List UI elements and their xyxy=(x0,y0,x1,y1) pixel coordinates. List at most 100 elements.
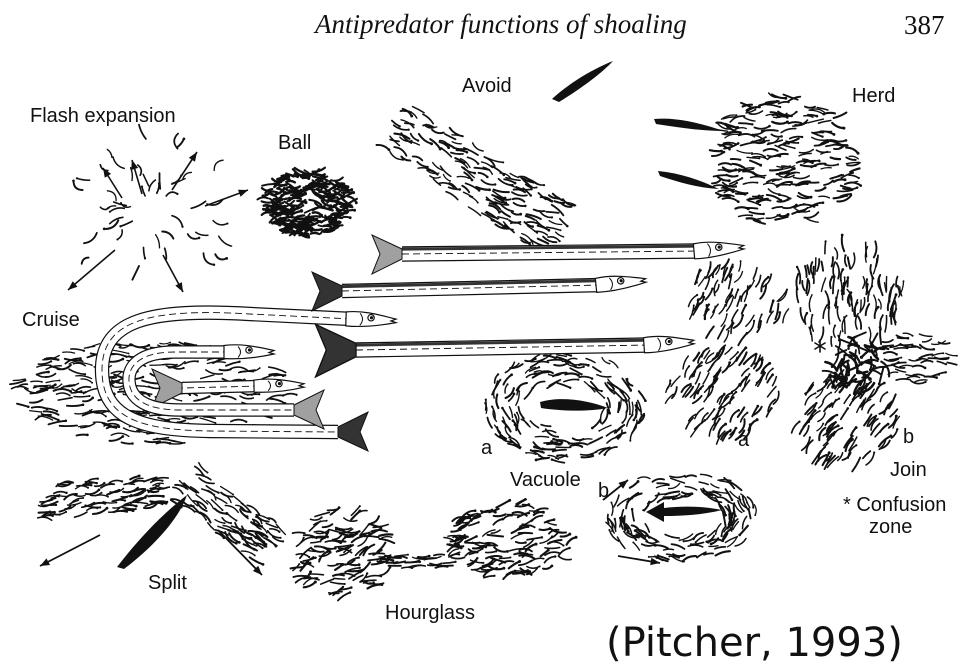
fish-mark xyxy=(880,392,887,401)
label-ball: Ball xyxy=(278,133,311,153)
fish-mark xyxy=(581,454,593,455)
fish-mark-head xyxy=(407,554,409,556)
fish-mark xyxy=(842,235,844,251)
fish-mark-head xyxy=(459,188,462,191)
fish-mark xyxy=(423,114,433,123)
fish-mark-head xyxy=(724,423,727,426)
fish-mark-head xyxy=(338,201,341,204)
fish-mark-head xyxy=(539,565,541,567)
fish-mark-head xyxy=(495,567,498,570)
fish-mark xyxy=(874,295,877,311)
fish-mark xyxy=(156,235,160,248)
fish-mark-head xyxy=(266,532,268,534)
fish-mark-head xyxy=(493,575,495,577)
fish-mark-head xyxy=(876,258,878,260)
fish-mark-head xyxy=(477,521,479,523)
fish-mark xyxy=(913,366,925,368)
fish-mark-head xyxy=(890,287,892,289)
fish-mark xyxy=(58,398,72,400)
label-zone: zone xyxy=(869,517,912,537)
fish-mark-head xyxy=(141,185,143,187)
needlefish-group xyxy=(102,235,744,451)
fish-mark-head xyxy=(810,414,813,417)
fish-mark-head xyxy=(205,519,207,521)
fish-mark-head xyxy=(945,363,947,365)
fish-mark xyxy=(937,361,946,364)
fish-mark-head xyxy=(707,541,710,544)
fish-mark xyxy=(903,333,912,336)
fish-mark xyxy=(112,500,125,502)
fish-mark xyxy=(894,348,908,349)
fish-mark xyxy=(880,327,881,344)
fish-mark-head xyxy=(942,352,944,354)
fish-mark xyxy=(496,395,498,409)
fish-mark-head xyxy=(811,314,813,316)
fish-mark-head xyxy=(98,488,101,491)
fish-mark xyxy=(782,145,794,149)
fish-mark xyxy=(719,305,725,314)
fish-mark xyxy=(452,135,463,136)
fish-mark xyxy=(444,538,455,542)
fish-mark-head xyxy=(795,111,797,113)
fish-mark-head xyxy=(330,229,333,232)
fish-mark-head xyxy=(831,365,834,368)
fish-mark-head xyxy=(121,435,124,438)
fish-mark-head xyxy=(734,515,737,518)
fish-mark xyxy=(309,229,321,230)
fish-mark-head xyxy=(447,146,450,149)
fish-mark-head xyxy=(259,367,261,369)
fish-mark xyxy=(632,509,634,521)
fish-mark xyxy=(800,150,814,153)
fish-mark-head xyxy=(477,202,479,204)
fish-mark-head xyxy=(222,509,224,511)
fish-mark-head xyxy=(697,298,700,301)
fish-mark xyxy=(188,234,199,239)
fish-mark-head xyxy=(780,135,783,138)
label-confusion: * Confusion xyxy=(843,495,946,515)
fish-mark-head xyxy=(932,348,935,351)
fish-mark-head xyxy=(91,382,93,384)
fish-mark xyxy=(899,365,913,367)
fish-mark-head xyxy=(507,383,509,385)
fish-mark-head xyxy=(116,238,118,240)
fish-mark xyxy=(533,381,544,387)
fish-mark-head xyxy=(345,564,347,566)
fish-mark-head xyxy=(734,168,737,171)
fish-mark xyxy=(81,379,92,383)
fish-mark xyxy=(551,532,558,538)
fish-mark xyxy=(868,405,874,413)
fish-mark-head xyxy=(481,545,484,548)
fish-mark xyxy=(543,566,552,569)
fish-mark xyxy=(432,130,444,133)
fish-mark-head xyxy=(617,437,619,439)
fish-mark-head xyxy=(295,394,297,396)
fish-mark xyxy=(501,211,510,217)
fish-mark-head xyxy=(50,414,52,416)
fish-mark-head xyxy=(726,313,728,315)
fish-mark xyxy=(525,388,533,399)
fish-mark xyxy=(454,546,463,547)
fish-mark-head xyxy=(182,367,184,369)
fish-mark-head xyxy=(299,197,302,200)
fish-mark-head xyxy=(747,207,750,210)
fish-mark-head xyxy=(732,264,734,266)
fish-mark-head xyxy=(458,553,460,555)
fish-mark-head xyxy=(479,214,481,216)
fish-mark-head xyxy=(504,197,507,200)
fish-mark-head xyxy=(730,482,732,484)
fish-mark xyxy=(947,363,956,365)
fish-mark xyxy=(564,379,578,381)
fish-mark xyxy=(883,340,893,343)
fish-mark xyxy=(270,529,280,532)
fish-mark xyxy=(110,208,124,212)
fish-mark xyxy=(582,456,594,457)
needlefish-head xyxy=(643,334,694,353)
fish-mark xyxy=(77,435,88,436)
predator-fish-avoid xyxy=(552,61,613,102)
fish-mark xyxy=(479,173,488,177)
fish-mark xyxy=(413,156,423,160)
fish-mark-head xyxy=(103,482,105,484)
fish-mark xyxy=(718,497,729,501)
fish-mark-head xyxy=(741,177,743,179)
